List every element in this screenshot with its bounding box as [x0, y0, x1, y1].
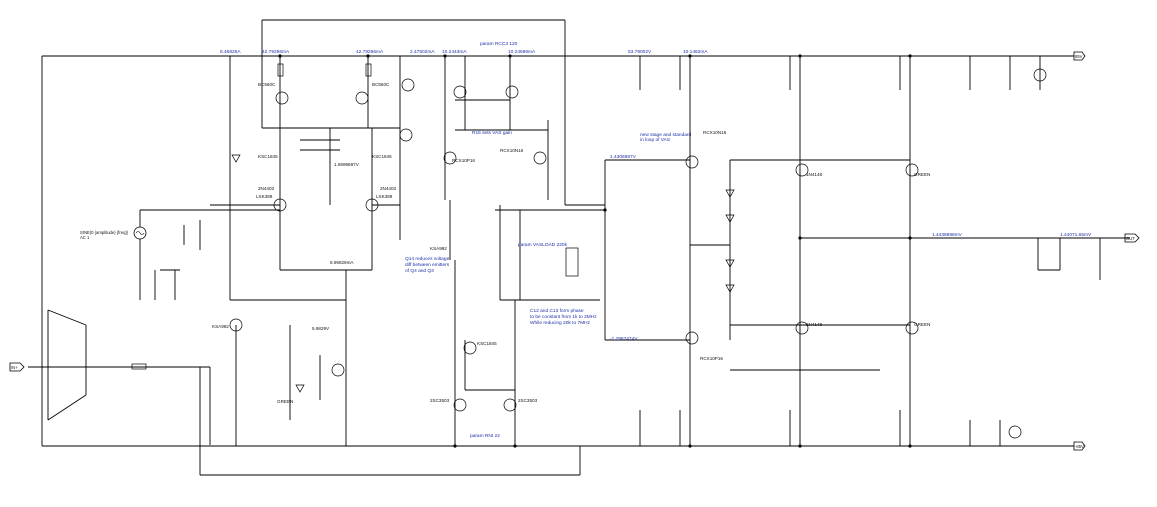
comp-q18: RCX10P16: [452, 158, 475, 163]
i-top-1: 42.79296mA: [262, 49, 290, 55]
volt-m7: 1.4438898mV: [932, 232, 963, 238]
driver-stage: RCX10N16 RCX10P16 new stage and standard…: [605, 56, 880, 446]
comp-q16: 2SC3503: [430, 398, 450, 403]
i-top-4: 10.2443mA: [442, 49, 467, 55]
output-stage: 1N4148 1N4148 GREEN GREEN 1.4438898mV 1.…: [730, 56, 1140, 446]
comp-q14: KSA992: [430, 246, 447, 251]
note-emf-1: new stage and standard: [640, 132, 692, 138]
comp-q10: KSC1845: [258, 154, 278, 159]
i-top-0: 8.46825A: [220, 49, 241, 55]
param-vas: param VASLOAD 220k: [518, 242, 568, 248]
volt-m8: 1.44071.65mV: [1060, 232, 1092, 238]
output-port: [1124, 233, 1140, 243]
comp-u2: LSK389: [376, 194, 393, 199]
note-vas-1: Q14 reduces voltage: [405, 256, 450, 262]
note-vas-2: diff between emitters: [405, 262, 450, 268]
comp-q24: 1N4148: [806, 172, 823, 177]
note-emf-2: in loop of VAS: [640, 137, 670, 143]
i-top-3: 2.47502mA: [410, 49, 435, 55]
volt-m3: 8.99829mA: [330, 260, 354, 265]
bias-loop-wiring: [261, 19, 566, 205]
diff-pair: 2N4403 2N4403 LSK389 LSK389 8.99829mA 1.…: [210, 56, 400, 446]
comp-q27: GREEN: [914, 322, 930, 327]
volt-m1: 1.4306987V: [610, 154, 637, 160]
led-icon: [295, 384, 305, 393]
supply-decoupling: [639, 56, 1047, 446]
led-bias: GREEN KSA992 5.9829V: [212, 154, 345, 446]
input-port-label: IN+: [11, 365, 18, 370]
power-rail-negative: -85V: [42, 441, 1086, 451]
source-label: SINE(0 {amplitude} {freq}): [80, 230, 129, 235]
note-cf-1: C12 and C13 form phase: [530, 308, 584, 314]
param-rnl: param RNI 22: [470, 433, 500, 439]
comp-led2: GREEN: [277, 399, 293, 404]
led-icon: [231, 154, 241, 163]
rail-neg-label: -85V: [1075, 444, 1084, 449]
rail-pos-label: 85V: [1075, 54, 1083, 59]
comp-q17: 2SC3503: [518, 398, 538, 403]
volt-m4: 1.6999697V: [334, 162, 360, 167]
vas-stage: RCX10P16 RCX10N16 R16 sets VAS gain KSA9…: [399, 41, 606, 340]
comp-q26: GREEN: [914, 172, 930, 177]
comp-q15: KSC1845: [477, 341, 497, 346]
i-top-6: 53.79002V: [628, 49, 652, 55]
output-port-label: OUT: [1126, 236, 1135, 241]
comp-q11: KSC1845: [372, 154, 392, 159]
comp-q25: 1N4148: [806, 322, 823, 327]
i-top-2: 42.79296mA: [356, 49, 384, 55]
junction-dots: [278, 54, 912, 448]
input-port: [9, 362, 25, 372]
volt-m6: -1.2987474V: [610, 336, 638, 342]
note-cf-3: While reducing 20k to 7MHz: [530, 320, 591, 326]
input-stage: SINE(0 {amplitude} {freq}) AC 1 IN+: [9, 56, 581, 476]
comp-q2: 2N4403: [380, 186, 397, 191]
comp-q21: RCX10P16: [700, 356, 723, 361]
cascode-stage: BC560C BC560C KSC1845 KSC1845: [258, 56, 392, 205]
comp-q14-left: KSA992: [212, 324, 229, 329]
note-cf-2: to be constant from 1k to 2MHz: [530, 314, 597, 320]
volt-m5: 5.9829V: [312, 326, 330, 331]
comp-q13: BC560C: [372, 82, 390, 87]
comp-q20: RCX10N16: [703, 130, 727, 135]
comp-q19: RCX10N16: [500, 148, 524, 153]
comp-q1: 2N4403: [258, 186, 275, 191]
top-current-labels: 8.46825A 42.79296mA 42.79296mA 2.47502mA…: [220, 49, 708, 55]
param-rcc3: param RCC3 120: [480, 41, 518, 47]
note-rfb: R16 sets VAS gain: [472, 130, 512, 136]
comp-q12: BC560C: [258, 82, 276, 87]
comp-u1: LSK389: [256, 194, 273, 199]
note-vas-3: of Q4 and Q3: [405, 268, 434, 274]
lower-current-sources: 2SC3503 2SC3503 KSC1845 param RNI 22: [430, 260, 538, 446]
source-ac: AC 1: [80, 235, 90, 240]
i-top-7: 10.1462mA: [683, 49, 708, 55]
power-rail-positive: 85V: [42, 51, 1086, 61]
i-top-5: 10.24686mA: [508, 49, 536, 55]
